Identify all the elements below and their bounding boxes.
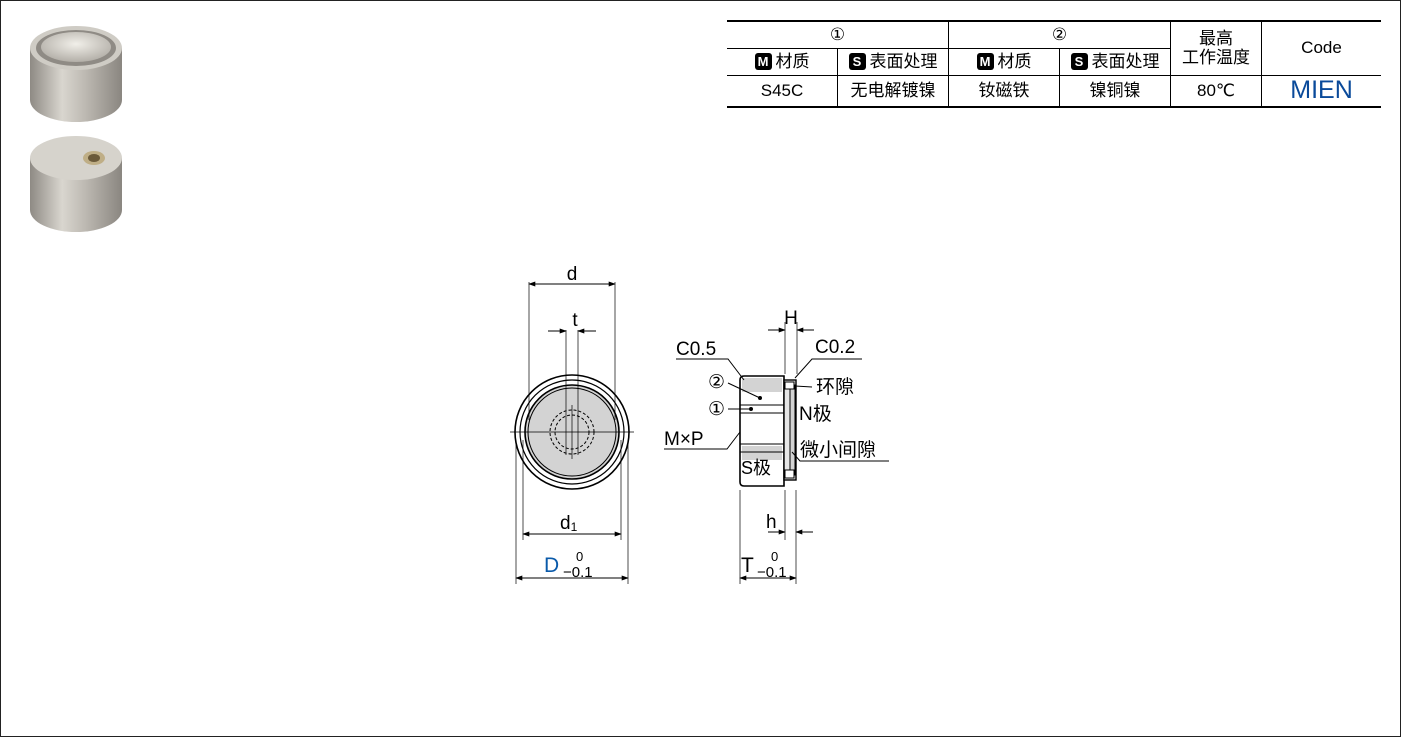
dim-d1-label: d1: [560, 513, 578, 534]
dim-t-label: t: [572, 310, 578, 331]
surface-2-value: 镍铜镍: [1059, 75, 1171, 108]
front-view: [510, 281, 634, 584]
dim-H-label: H: [784, 308, 798, 329]
surface-1-value: 无电解镀镍: [837, 75, 949, 108]
dim-T-tol-upper: 0: [771, 549, 778, 564]
surface-badge-icon: S: [848, 52, 866, 70]
product-code: MIEN: [1261, 75, 1381, 108]
surface-badge-icon: S: [1070, 52, 1088, 70]
chamfer-c05-label: C0.5: [676, 339, 716, 360]
dim-T-label: T: [741, 554, 754, 577]
ring-gap-label: 环隙: [816, 376, 854, 398]
side-view: [664, 322, 889, 584]
chamfer-c02-label: C0.2: [815, 337, 855, 358]
thread-mxp-label: M×P: [664, 429, 704, 450]
part-1-marker: ①: [708, 399, 725, 420]
product-photo-plain: [30, 26, 122, 122]
dim-D-tol-lower: −0.1: [563, 564, 593, 581]
small-gap-label: 微小间隙: [800, 439, 876, 461]
code-header: Code: [1261, 20, 1381, 76]
material-1-value: S45C: [727, 75, 838, 108]
dim-D-label: D: [544, 554, 559, 577]
s-pole-label: S极: [741, 458, 771, 478]
group-2-header: ②: [948, 20, 1171, 49]
product-photo-tapped: [30, 136, 122, 232]
max-temp-header: 最高工作温度: [1170, 20, 1262, 76]
material-badge-icon: M: [976, 52, 994, 70]
dim-d-label: d: [567, 264, 578, 285]
dim-T-tol-lower: −0.1: [757, 564, 787, 581]
dim-h-label: h: [766, 512, 777, 533]
part-2-marker: ②: [708, 372, 725, 393]
dim-D-tol-upper: 0: [576, 549, 583, 564]
max-temp-value: 80℃: [1170, 75, 1262, 108]
material-badge-icon: M: [754, 52, 772, 70]
n-pole-label: N极: [799, 403, 832, 425]
